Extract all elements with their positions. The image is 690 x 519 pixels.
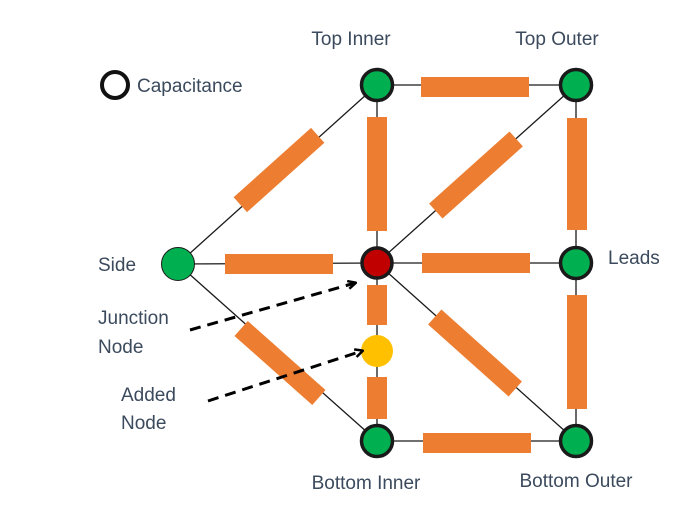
label-side: Side [98, 255, 136, 276]
label-top-outer: Top Outer [515, 29, 599, 50]
node-leads [558, 245, 594, 281]
node-bottom-outer [558, 423, 594, 459]
node-bottom-inner [359, 423, 395, 459]
arrow-junction-node [189, 283, 355, 332]
resistor-bottominner-bottomouter [423, 433, 531, 453]
resistor-topinner-junction [367, 117, 387, 231]
nodes [161, 67, 594, 459]
label-leads: Leads [608, 248, 660, 269]
legend-capacitance-label: Capacitance [137, 76, 243, 97]
resistors [225, 77, 587, 453]
node-top-inner [359, 67, 395, 103]
resistor-junction-topouter [429, 131, 523, 219]
node-added [361, 335, 393, 367]
resistor-leads-bottomouter [567, 295, 587, 409]
resistor-junction-added [367, 285, 387, 325]
legend-capacitance-icon [100, 70, 130, 100]
annotation-junction-line2: Node [98, 337, 143, 358]
label-bottom-outer: Bottom Outer [520, 471, 634, 492]
node-junction [360, 246, 394, 280]
annotation-added-line2: Node [121, 413, 166, 434]
node-side [161, 247, 195, 281]
resistor-side-topinner [233, 127, 325, 213]
resistor-junction-bottomouter [428, 309, 522, 397]
annotation-junction-line1: Junction [98, 308, 169, 329]
label-bottom-inner: Bottom Inner [312, 473, 421, 494]
label-top-inner: Top Inner [311, 29, 391, 50]
annotation-added-line1: Added [121, 385, 176, 406]
arrow-added-node [207, 351, 362, 403]
resistor-junction-leads [422, 253, 530, 273]
resistor-side-junction [225, 254, 333, 274]
resistor-added-bottominner [367, 377, 387, 419]
resistor-side-bottominner [234, 320, 326, 406]
resistor-topouter-leads [567, 118, 587, 230]
resistor-topinner-topouter [421, 77, 529, 97]
node-top-outer [558, 67, 594, 103]
